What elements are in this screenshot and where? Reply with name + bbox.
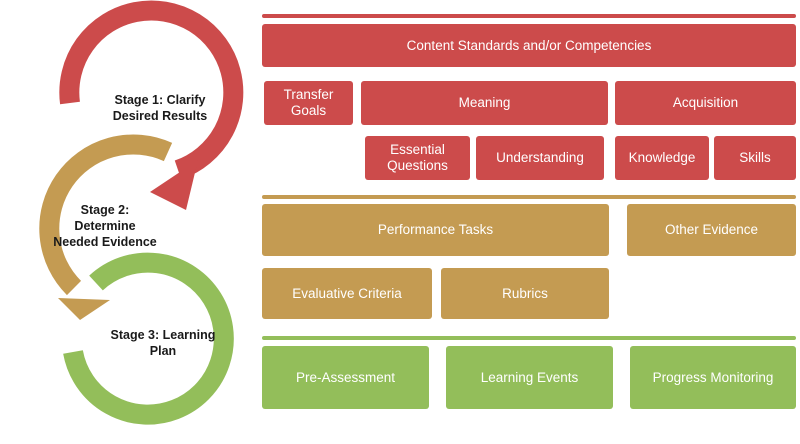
stage-cycle-diagram: [39, 0, 244, 425]
skills-label: Skills: [739, 150, 771, 165]
performance-tasks-label: Performance Tasks: [377, 222, 494, 237]
stage3-label: Stage 3: Learning Plan: [98, 327, 228, 359]
stage3-arc: [63, 252, 234, 425]
stage3-divider: [262, 336, 796, 340]
stage2-arrowhead: [58, 298, 110, 320]
stage1-label-line2: Desired Results: [112, 109, 208, 123]
learning-events-label: Learning Events: [480, 369, 579, 385]
evaluative-criteria-label: Evaluative Criteria: [292, 285, 402, 301]
meaning-label: Meaning: [458, 95, 511, 110]
other-evidence-box: Other Evidence: [627, 204, 796, 256]
stage2-arc: [39, 134, 173, 296]
progress-monitoring-box: Progress Monitoring: [630, 346, 796, 409]
transfer-goals-box: Transfer Goals: [264, 81, 353, 125]
meaning-box: Meaning: [361, 81, 608, 125]
pre-assessment-label: Pre-Assessment: [295, 369, 396, 385]
stage1-divider: [262, 14, 796, 18]
knowledge-box: Knowledge: [615, 136, 709, 180]
rubrics-box: Rubrics: [441, 268, 609, 319]
stage2-label-line1: Stage 2:: [80, 203, 130, 217]
other-evidence-label: Other Evidence: [664, 222, 759, 237]
understanding-label: Understanding: [496, 150, 584, 165]
stage2-label: Stage 2: Determine Needed Evidence: [30, 202, 180, 250]
transfer-goals-label: Transfer Goals: [283, 87, 334, 118]
acquisition-label: Acquisition: [672, 95, 739, 110]
stage1-arc: [59, 0, 244, 180]
evaluative-criteria-box: Evaluative Criteria: [262, 268, 432, 319]
skills-box: Skills: [714, 136, 796, 180]
knowledge-label: Knowledge: [628, 150, 696, 165]
stage1-arrowhead: [150, 160, 198, 210]
stage1-label: Stage 1: Clarify Desired Results: [100, 92, 220, 124]
stage2-label-line2: Determine: [74, 219, 136, 233]
progress-monitoring-label: Progress Monitoring: [652, 369, 774, 385]
rubrics-label: Rubrics: [502, 285, 548, 301]
essential-questions-box: Essential Questions: [365, 136, 470, 180]
stage3-label-line2: Plan: [149, 344, 177, 358]
acquisition-box: Acquisition: [615, 81, 796, 125]
essential-questions-label: Essential Questions: [387, 142, 448, 173]
stage2-label-line3: Needed Evidence: [53, 235, 157, 249]
stage3-label-line1: Stage 3: Learning: [110, 328, 216, 342]
content-standards-label: Content Standards and/or Competencies: [406, 37, 652, 53]
performance-tasks-box: Performance Tasks: [262, 204, 609, 256]
pre-assessment-box: Pre-Assessment: [262, 346, 429, 409]
learning-events-box: Learning Events: [446, 346, 613, 409]
understanding-box: Understanding: [476, 136, 604, 180]
stage1-label-line1: Stage 1: Clarify: [114, 93, 206, 107]
stage2-divider: [262, 195, 796, 199]
content-standards-box: Content Standards and/or Competencies: [262, 24, 796, 67]
